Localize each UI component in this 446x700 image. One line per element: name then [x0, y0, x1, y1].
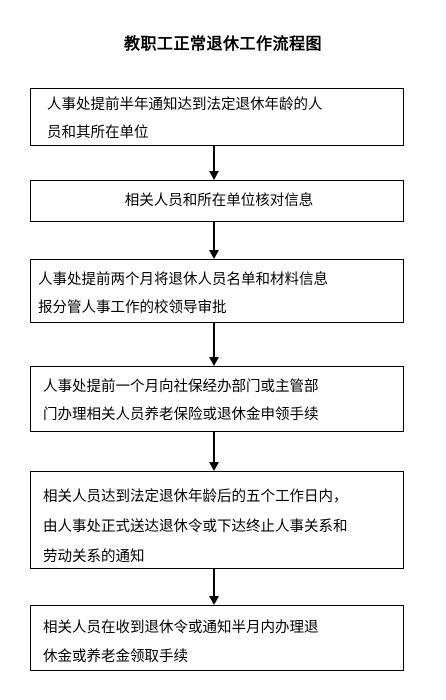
arrow-3-to-4 — [209, 323, 219, 366]
step-3-line-1: 人事处提前两个月将退休人员名单和材料信息 — [38, 272, 328, 288]
step-5-line-1: 相关人员达到法定退休年龄后的五个工作日内， — [43, 489, 348, 505]
arrow-4-to-5 — [209, 432, 219, 471]
step-4-line-1: 人事处提前一个月向社保经办部门或主管部 — [43, 379, 319, 395]
step-2-box: 相关人员和所在单位核对信息 — [30, 180, 404, 222]
arrow-2-to-3 — [209, 222, 219, 259]
step-6-line-2: 休金或养老金领取手续 — [43, 649, 188, 665]
step-1-box: 人事处提前半年通知达到法定退休年龄的人 员和其所在单位 — [30, 88, 404, 146]
step-1-line-2: 员和其所在单位 — [47, 125, 149, 141]
step-1-line-1: 人事处提前半年通知达到法定退休年龄的人 — [47, 97, 323, 113]
step-2-line-1: 相关人员和所在单位核对信息 — [124, 193, 314, 209]
step-6-line-1: 相关人员在收到退休令或通知半月内办理退 — [43, 620, 319, 636]
step-5-line-3: 劳动关系的通知 — [43, 549, 145, 565]
step-5-box: 相关人员达到法定退休年龄后的五个工作日内， 由人事处正式送达退休令或下达终止人事… — [30, 471, 404, 569]
arrow-5-to-6 — [209, 569, 219, 605]
step-3-box: 人事处提前两个月将退休人员名单和材料信息 报分管人事工作的校领导审批 — [30, 259, 404, 323]
step-5-line-2: 由人事处正式送达退休令或下达终止人事关系和 — [43, 519, 348, 535]
step-4-box: 人事处提前一个月向社保经办部门或主管部 门办理相关人员养老保险或退休金申领手续 — [30, 366, 404, 432]
flowchart-title: 教职工正常退休工作流程图 — [123, 34, 322, 53]
arrow-1-to-2 — [209, 146, 219, 180]
step-3-line-2: 报分管人事工作的校领导审批 — [38, 300, 227, 316]
step-4-line-2: 门办理相关人员养老保险或退休金申领手续 — [43, 407, 319, 423]
step-6-box: 相关人员在收到退休令或通知半月内办理退 休金或养老金领取手续 — [30, 605, 404, 671]
